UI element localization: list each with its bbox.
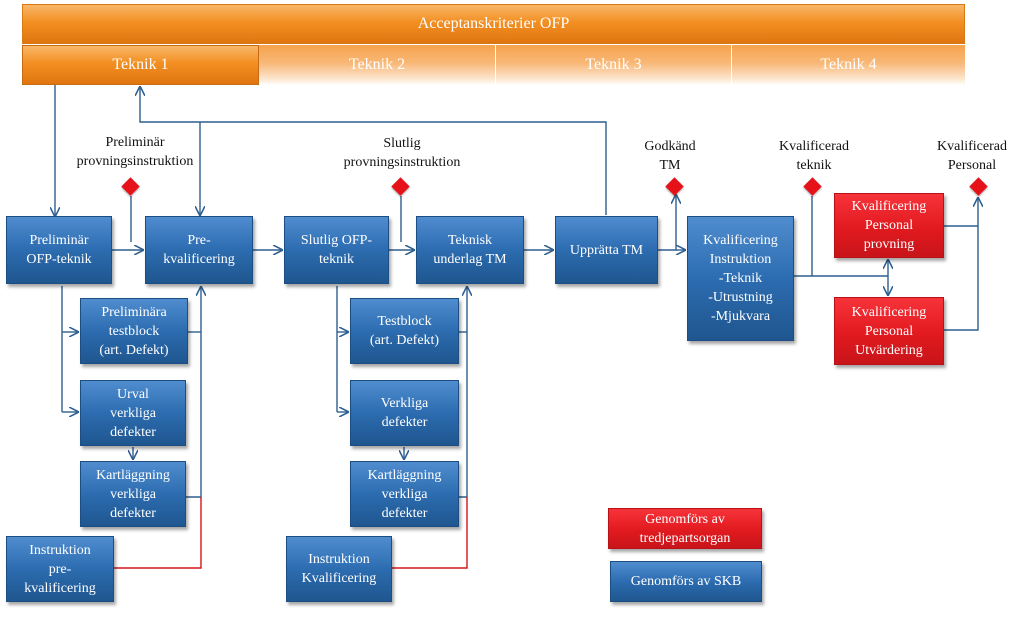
line-provning-to-diamond5	[944, 198, 978, 227]
tab-teknik-4: Teknik 4	[732, 45, 965, 85]
box-kartlaggning-2: Kartläggning verkliga defekter	[350, 461, 459, 527]
arrow-uppratta-to-kval	[658, 195, 676, 251]
box-instruktion-prekval: Instruktion pre- kvalificering	[6, 536, 114, 602]
tab-teknik-1: Teknik 1	[22, 45, 259, 85]
label-prelim-instruktion: Preliminär provningsinstruktion	[76, 135, 194, 169]
red-line-instruktion-kval	[392, 497, 468, 569]
box-slutlig-ofp-teknik: Slutlig OFP- teknik	[284, 216, 389, 284]
box-testblock: Testblock (art. Defekt)	[350, 298, 459, 364]
red-line-instruktion-prekval	[114, 497, 202, 569]
tab-teknik-1-label: Teknik 1	[112, 56, 169, 73]
box-pre-kvalificering: Pre- kvalificering	[145, 216, 253, 284]
box-uppratta-tm: Upprätta TM	[555, 216, 658, 284]
box-verkliga-defekter: Verkliga defekter	[350, 380, 459, 446]
box-kval-personal-utvardering: Kvalificering Personal Utvärdering	[834, 297, 944, 365]
box-prelim-testblock: Preliminära testblock (art. Defekt)	[80, 298, 188, 364]
acceptance-criteria-header: Acceptanskriterier OFP	[22, 4, 965, 44]
box-teknisk-underlag-tm: Teknisk underlag TM	[416, 216, 524, 284]
legend-skb: Genomförs av SKB	[610, 561, 762, 602]
header-title: Acceptanskriterier OFP	[417, 15, 570, 32]
label-kval-personal: Kvalificerad Personal	[937, 139, 1007, 173]
tab-teknik-3: Teknik 3	[496, 45, 732, 85]
arrow-uppratta-to-teknik1	[140, 87, 607, 215]
line-utvardering-to-diamond5	[944, 226, 979, 331]
tab-teknik-2-label: Teknik 2	[348, 56, 406, 73]
box-prelim-ofp-teknik: Preliminär OFP-teknik	[6, 216, 112, 284]
line-kartlaggning2-to-teknisk	[459, 287, 467, 498]
tab-teknik-3-label: Teknik 3	[585, 56, 642, 73]
box-instruktion-kvalificering: Instruktion Kvalificering	[286, 536, 392, 602]
tab-teknik-2: Teknik 2	[259, 45, 496, 85]
box-urval-defekter: Urval verkliga defekter	[80, 380, 186, 446]
label-slutlig-instruktion: Slutlig provningsinstruktion	[343, 136, 461, 170]
line-kartlaggning1-to-prekval	[186, 287, 201, 498]
label-kval-teknik: Kvalificerad teknik	[779, 139, 849, 173]
label-godkand-tm: Godkänd TM	[644, 139, 696, 173]
box-kval-instruktion: Kvalificering Instruktion -Teknik -Utrus…	[687, 216, 794, 341]
tab-teknik-4-label: Teknik 4	[820, 56, 877, 73]
box-kval-personal-provning: Kvalificering Personal provning	[834, 193, 944, 258]
legend-third-party: Genomförs av tredjepartsorgan	[608, 508, 762, 549]
box-kartlaggning-1: Kartläggning verkliga defekter	[80, 461, 186, 527]
